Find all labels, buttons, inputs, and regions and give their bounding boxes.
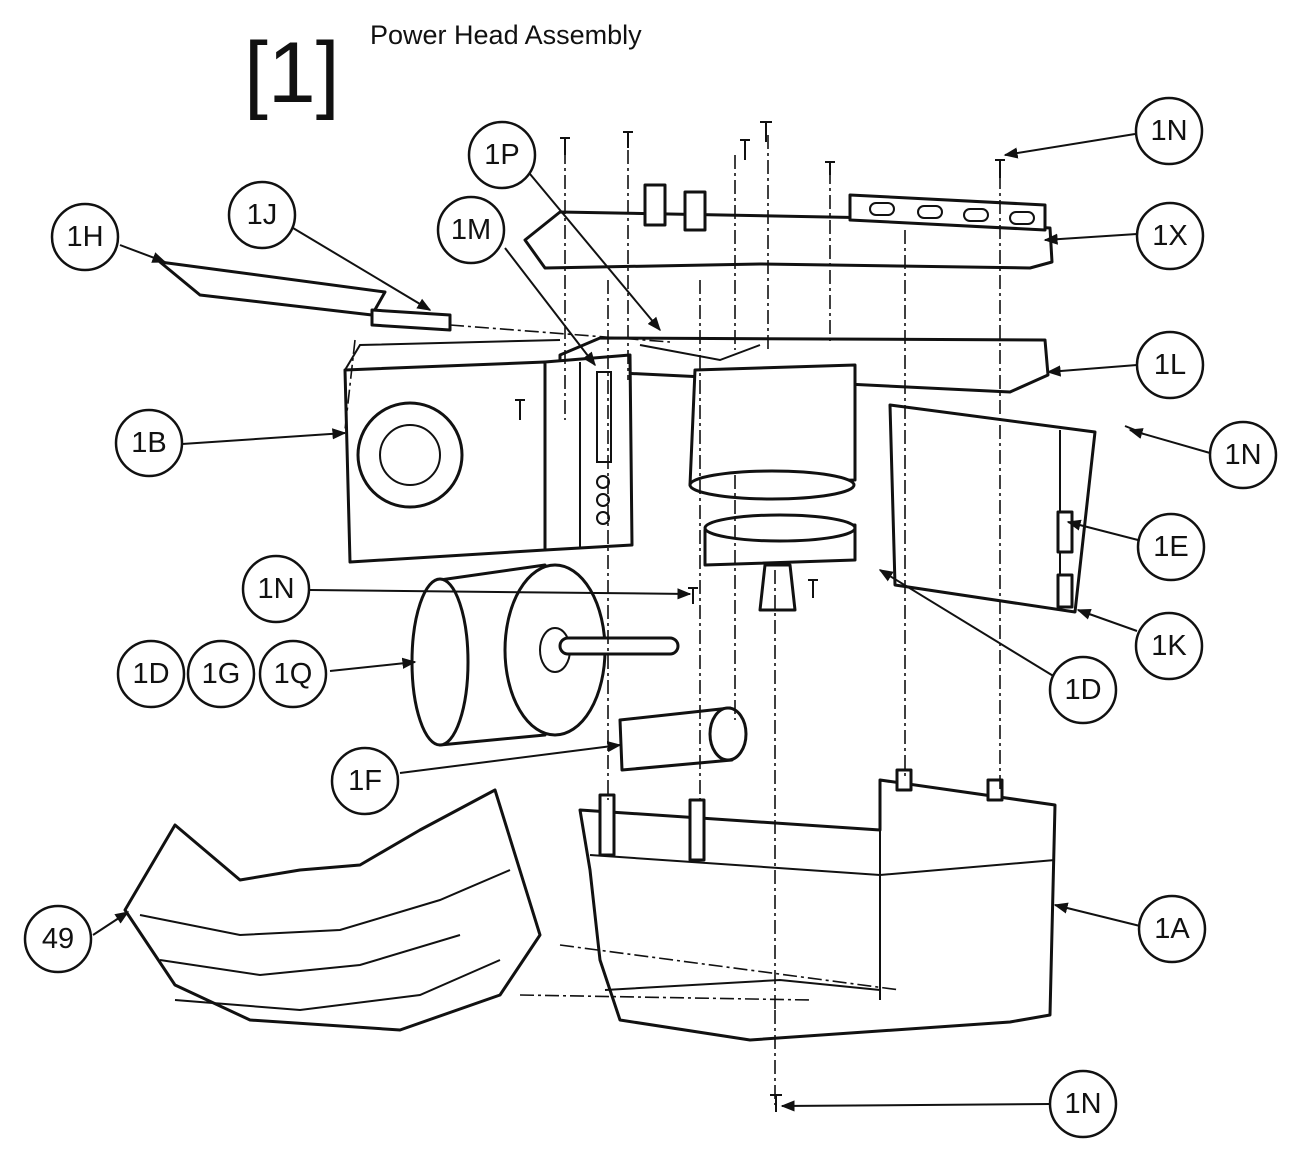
- callout-49-label: 49: [42, 923, 74, 955]
- callout-1e-label: 1E: [1153, 531, 1188, 563]
- mounting-bracket-1x: [523, 183, 1054, 270]
- callout-1d-left: 1D: [116, 639, 186, 709]
- motor-mount-cup: [688, 363, 857, 612]
- callout-1d-left-label: 1D: [132, 658, 169, 690]
- callout-1q-label: 1Q: [274, 658, 313, 690]
- callout-1h: 1H: [50, 202, 120, 272]
- callout-1p-label: 1P: [484, 139, 519, 171]
- housing-1a: [578, 768, 1057, 1042]
- callout-1n-top-label: 1N: [1150, 115, 1187, 147]
- callout-1f-label: 1F: [348, 765, 382, 797]
- callout-1j-label: 1J: [247, 199, 278, 231]
- callout-1n-right: 1N: [1208, 420, 1278, 490]
- callout-1a-label: 1A: [1154, 913, 1190, 945]
- side-panel-1e: [888, 403, 1097, 614]
- callout-1n-right-label: 1N: [1224, 439, 1261, 471]
- callout-1h-label: 1H: [66, 221, 103, 253]
- callout-49: 49: [23, 904, 93, 974]
- callout-1b: 1B: [114, 408, 184, 478]
- callout-1n-bottom: 1N: [1048, 1069, 1118, 1139]
- assembly-title: Power Head Assembly: [370, 20, 642, 50]
- callout-1j: 1J: [227, 180, 297, 250]
- assembly-number: [1]: [244, 25, 340, 121]
- callout-1g: 1G: [186, 639, 256, 709]
- callout-1q: 1Q: [258, 639, 328, 709]
- callout-1m: 1M: [436, 195, 506, 265]
- light-lens-49: [123, 788, 542, 1032]
- callout-1p: 1P: [467, 120, 537, 190]
- logic-board-1b: [343, 339, 634, 564]
- capacitor-1f: [618, 706, 748, 772]
- callout-1e: 1E: [1136, 512, 1206, 582]
- callout-1n-left: 1N: [241, 554, 311, 624]
- callout-1n-left-label: 1N: [257, 573, 294, 605]
- callout-1l-label: 1L: [1154, 349, 1186, 381]
- callout-1d-right: 1D: [1048, 655, 1118, 725]
- leader-lines: [92, 133, 1211, 1112]
- callout-1b-label: 1B: [131, 427, 166, 459]
- callout-1k: 1K: [1134, 611, 1204, 681]
- callout-1d-right-label: 1D: [1064, 674, 1101, 706]
- callout-1g-label: 1G: [202, 658, 241, 690]
- callout-1a: 1A: [1137, 894, 1207, 964]
- alignment-lines: [344, 135, 1001, 1105]
- callout-1x-label: 1X: [1152, 220, 1187, 252]
- callout-1m-label: 1M: [451, 214, 491, 246]
- callout-1n-bottom-label: 1N: [1064, 1088, 1101, 1120]
- light-lens-1h: [158, 260, 452, 332]
- motor-1d: [410, 563, 680, 747]
- callout-1f: 1F: [330, 746, 400, 816]
- callout-1n-top: 1N: [1134, 96, 1204, 166]
- callout-1k-label: 1K: [1151, 630, 1187, 662]
- callout-1x: 1X: [1135, 201, 1205, 271]
- callout-1l: 1L: [1135, 330, 1205, 400]
